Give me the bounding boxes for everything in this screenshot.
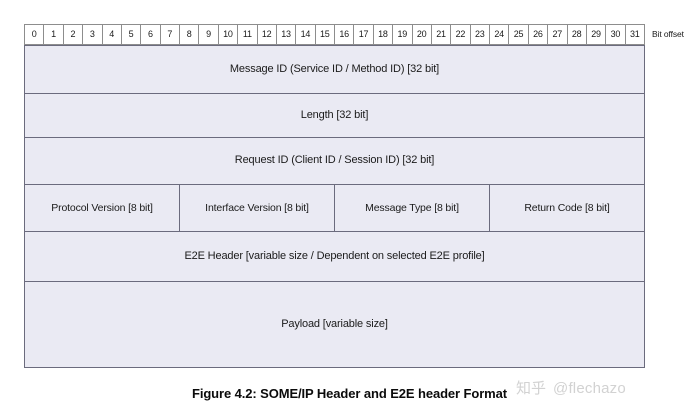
bit-offset-cell: 16: [334, 24, 354, 45]
packet-field-row-byte-fields: Protocol Version [8 bit] Interface Versi…: [25, 185, 644, 232]
field-label: Interface Version [8 bit]: [205, 201, 309, 214]
field-label: Request ID (Client ID / Session ID) [32 …: [234, 154, 435, 167]
packet-field-protocol-version: Protocol Version [8 bit]: [25, 185, 180, 231]
bit-offset-cell: 24: [489, 24, 509, 45]
bit-offset-cell: 20: [411, 24, 431, 45]
bit-offset-cell: 21: [430, 24, 451, 45]
bit-offset-cell: 26: [527, 24, 548, 45]
field-label: Message ID (Service ID / Method ID) [32 …: [229, 62, 440, 75]
bit-offset-cell: 5: [120, 24, 141, 45]
packet-field-return-code: Return Code [8 bit]: [490, 185, 644, 231]
bit-offset-cell: 2: [62, 24, 83, 45]
bit-offset-axis-label: Bit offset: [652, 29, 684, 39]
packet-field-payload: Payload [variable size]: [25, 282, 644, 367]
packet-field-message-id: Message ID (Service ID / Method ID) [32 …: [25, 46, 644, 94]
field-label: Message Type [8 bit]: [365, 201, 459, 214]
bit-offset-cell: 28: [566, 24, 586, 45]
bit-offset-cell: 7: [159, 24, 179, 45]
bit-offset-cell: 10: [217, 24, 238, 45]
bit-offset-cell: 22: [450, 24, 470, 45]
bit-offset-cell: 12: [256, 24, 276, 45]
field-label: Payload [variable size]: [281, 317, 388, 330]
bit-offset-cell: 25: [508, 24, 528, 45]
packet-structure-table: Message ID (Service ID / Method ID) [32 …: [24, 45, 645, 368]
packet-field-interface-version: Interface Version [8 bit]: [180, 185, 335, 231]
bit-offset-cell: 31: [624, 24, 645, 45]
bit-offset-ruler: 0 1 2 3 4 5 6 7 8 9 10 11 12 13 14 15 16…: [24, 24, 645, 45]
packet-field-e2e-header: E2E Header [variable size / Dependent on…: [25, 232, 644, 282]
field-label: E2E Header [variable size / Dependent on…: [184, 249, 485, 262]
packet-field-length: Length [32 bit]: [25, 94, 644, 138]
bit-offset-cell: 17: [353, 24, 373, 45]
packet-field-message-type: Message Type [8 bit]: [335, 185, 490, 231]
bit-offset-cell: 19: [392, 24, 412, 45]
bit-offset-cell: 1: [43, 24, 63, 45]
bit-offset-cell: 4: [101, 24, 121, 45]
bit-offset-cell: 6: [140, 24, 160, 45]
bit-offset-cell: 15: [314, 24, 334, 45]
bit-offset-cell: 18: [372, 24, 393, 45]
bit-offset-cell: 14: [295, 24, 315, 45]
bit-offset-cell: 3: [82, 24, 102, 45]
field-label: Protocol Version [8 bit]: [51, 201, 153, 214]
bit-offset-cell: 30: [605, 24, 625, 45]
bit-offset-cell: 8: [179, 24, 199, 45]
bit-offset-cell: 11: [237, 24, 257, 45]
figure-caption: Figure 4.2: SOME/IP Header and E2E heade…: [191, 386, 507, 401]
bit-offset-cell: 29: [585, 24, 606, 45]
bit-offset-cell: 9: [198, 24, 218, 45]
bit-offset-cell: 23: [469, 24, 489, 45]
bit-offset-cell: 13: [275, 24, 296, 45]
packet-field-request-id: Request ID (Client ID / Session ID) [32 …: [25, 138, 644, 185]
field-label: Return Code [8 bit]: [524, 201, 610, 214]
bit-offset-cell: 0: [24, 24, 44, 45]
field-label: Length [32 bit]: [300, 108, 369, 121]
bit-offset-cell: 27: [547, 24, 567, 45]
